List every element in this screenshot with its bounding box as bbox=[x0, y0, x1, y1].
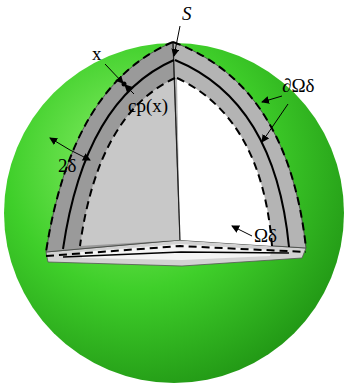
point-label: x bbox=[92, 44, 102, 63]
surface-curve bbox=[63, 60, 174, 249]
right-shell bbox=[173, 42, 306, 248]
boundary-dashed bbox=[46, 42, 306, 256]
leader-line bbox=[50, 26, 288, 236]
thickness-label: 2δ bbox=[58, 156, 76, 175]
left-shell bbox=[46, 42, 180, 252]
left-inner bbox=[80, 78, 180, 246]
surface-curve bbox=[175, 60, 289, 247]
edge-line bbox=[173, 42, 180, 240]
surface-curve bbox=[63, 252, 289, 257]
sphere bbox=[4, 43, 344, 383]
surface-label: S bbox=[182, 4, 192, 23]
closest-point-label: cp(x) bbox=[128, 96, 168, 115]
domain-label: Ωδ bbox=[254, 226, 277, 245]
boundary-label: ∂Ωδ bbox=[282, 76, 314, 95]
point-marker bbox=[122, 82, 127, 87]
right-inner bbox=[177, 78, 272, 246]
